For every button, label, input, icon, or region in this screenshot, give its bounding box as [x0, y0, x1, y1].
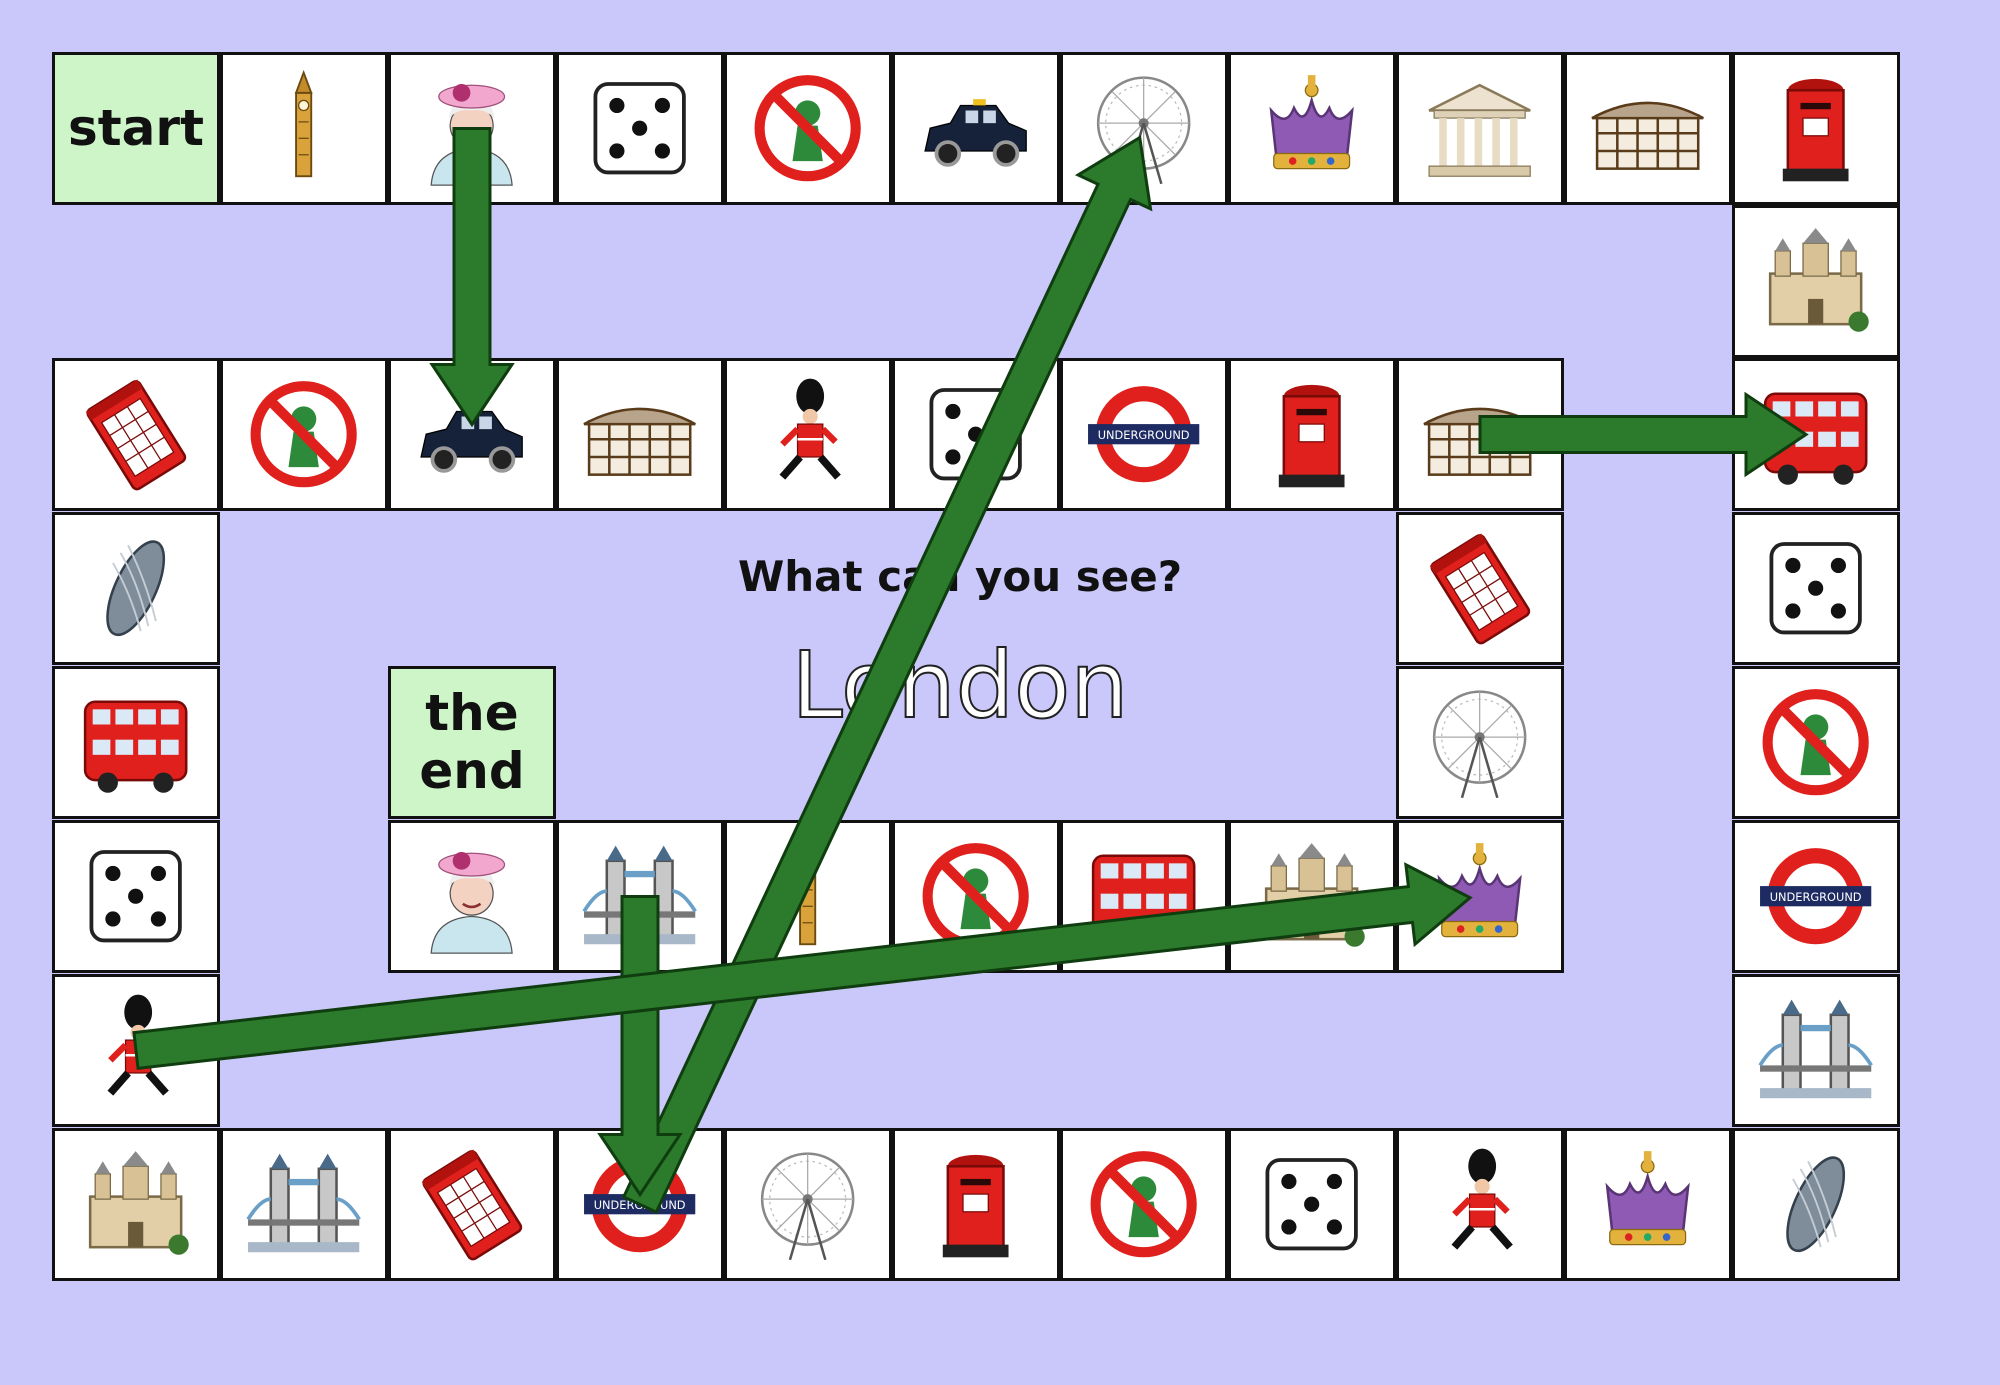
track-cell[interactable] [724, 1128, 892, 1281]
tower-of-london-icon [89, 1151, 190, 1256]
track-cell[interactable] [1732, 974, 1900, 1127]
track-cell[interactable] [556, 358, 724, 511]
track-cell[interactable] [388, 358, 556, 511]
track-cell[interactable] [1732, 205, 1900, 358]
dice-icon [593, 82, 687, 175]
shortcut-arrow[interactable] [429, 127, 515, 428]
dice-icon [1265, 1158, 1359, 1251]
track-cell[interactable] [52, 358, 220, 511]
underground-sign-icon: UNDERGROUND [1760, 848, 1872, 945]
globe-theatre-icon [1591, 101, 1705, 171]
track-cell[interactable] [892, 52, 1060, 205]
postbox-icon [943, 1155, 1009, 1258]
phone-box-icon [1430, 533, 1531, 645]
crown-icon [1605, 1151, 1691, 1246]
track-cell[interactable] [1396, 1128, 1564, 1281]
no-entry-icon [754, 75, 862, 182]
start-label: start [68, 98, 204, 157]
underground-sign-text: UNDERGROUND [1098, 429, 1190, 443]
shortcut-arrow[interactable] [131, 858, 1474, 1090]
track-cell[interactable] [52, 1128, 220, 1281]
shortcut-arrow[interactable] [1478, 391, 1809, 478]
track-cell[interactable] [220, 52, 388, 205]
taxi-icon [924, 99, 1028, 168]
phone-box-icon [86, 379, 187, 491]
crown-icon [1269, 75, 1355, 170]
track-cell[interactable] [1732, 512, 1900, 665]
crown-icon [1437, 843, 1523, 938]
track-cell[interactable] [388, 1128, 556, 1281]
track-cell[interactable] [52, 512, 220, 665]
shortcut-arrow[interactable] [597, 895, 683, 1198]
track-cell[interactable] [1564, 1128, 1732, 1281]
track-cell[interactable] [1228, 1128, 1396, 1281]
track-cell[interactable]: UNDERGROUND [1732, 820, 1900, 973]
no-entry-icon [1762, 689, 1870, 796]
tower-of-london-icon [1769, 228, 1870, 333]
track-cell[interactable] [220, 1128, 388, 1281]
queen-icon [430, 852, 514, 955]
tower-bridge-icon [246, 1153, 362, 1253]
double-decker-bus-icon [84, 700, 188, 794]
track-cell[interactable] [52, 666, 220, 819]
london-eye-icon [761, 1152, 855, 1261]
board-subtitle: London [790, 631, 1129, 740]
big-ben-icon [295, 70, 313, 178]
taxi-icon [420, 405, 524, 474]
end-label-line1: the [425, 684, 519, 742]
postbox-icon [1783, 79, 1849, 182]
track-cell[interactable] [52, 820, 220, 973]
dice-icon [1769, 542, 1863, 635]
track-cell[interactable] [1228, 52, 1396, 205]
underground-sign-text: UNDERGROUND [1770, 891, 1862, 905]
shortcut-arrow[interactable] [604, 121, 1176, 1222]
track-cell[interactable] [388, 820, 556, 973]
track-cell[interactable] [1396, 512, 1564, 665]
no-entry-icon [1090, 1151, 1198, 1258]
end-label-line2: end [419, 741, 525, 800]
dice-icon [89, 850, 183, 943]
london-eye-icon [1433, 690, 1527, 799]
phone-box-icon [422, 1149, 523, 1261]
underground-sign-icon: UNDERGROUND [1088, 386, 1200, 483]
track-cell[interactable] [1732, 52, 1900, 205]
tower-bridge-icon [1758, 999, 1874, 1099]
track-cell[interactable]: UNDERGROUND [1060, 358, 1228, 511]
track-cell[interactable] [724, 52, 892, 205]
royal-guard-icon [1451, 1148, 1514, 1250]
track-cell[interactable] [556, 52, 724, 205]
track-cell[interactable] [1732, 666, 1900, 819]
track-cell[interactable] [1228, 358, 1396, 511]
royal-guard-icon [779, 378, 842, 480]
gherkin-icon [1786, 1156, 1846, 1253]
track-cell[interactable] [1396, 666, 1564, 819]
track-cell-start[interactable]: start [52, 52, 220, 205]
museum-icon [1428, 84, 1532, 178]
postbox-icon [1279, 385, 1345, 488]
track-cell[interactable] [724, 358, 892, 511]
track-cell[interactable] [1564, 52, 1732, 205]
track-cell[interactable] [1060, 1128, 1228, 1281]
globe-theatre-icon [583, 407, 697, 477]
track-cell[interactable] [1732, 1128, 1900, 1281]
track-cell[interactable] [220, 358, 388, 511]
track-cell[interactable] [1396, 52, 1564, 205]
no-entry-icon [250, 381, 358, 488]
track-cell[interactable] [892, 1128, 1060, 1281]
gherkin-icon [106, 540, 166, 637]
